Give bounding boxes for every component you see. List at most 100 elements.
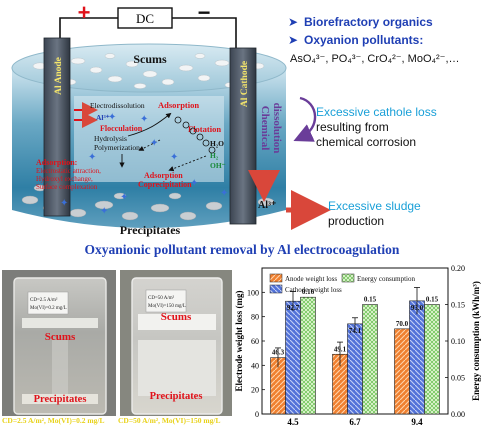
adsorption-left-line2: Hydroxyl exchange, bbox=[36, 175, 93, 183]
tank-top bbox=[11, 43, 287, 93]
y-tick-label: 20 bbox=[251, 386, 259, 395]
right-notes: ➤ Biorefractory organics ➤ Oxyanion poll… bbox=[286, 15, 460, 230]
photo-right-scums: Scums bbox=[161, 311, 192, 323]
y-tick-label: 60 bbox=[251, 337, 259, 346]
precipitates-label: Precipitates bbox=[120, 223, 181, 237]
data-label: 0.15 bbox=[426, 296, 439, 304]
photo-right-label-2: Mo(VI)=150 mg/L bbox=[148, 304, 186, 309]
svg-text:✦: ✦ bbox=[170, 152, 178, 163]
adsorption-top-label: Adsorption bbox=[158, 100, 199, 110]
wire bbox=[59, 17, 118, 40]
polymerization-label: Polymerization bbox=[94, 143, 140, 152]
bullet-arrow: ➤ bbox=[288, 33, 298, 47]
y2-tick-label: 0.10 bbox=[451, 337, 465, 346]
svg-text:✦: ✦ bbox=[100, 206, 108, 217]
svg-text:✦: ✦ bbox=[120, 192, 128, 203]
sludge-line1: Excessive sludge bbox=[328, 199, 421, 213]
h2o-label: H₂O bbox=[210, 139, 224, 148]
bar bbox=[300, 296, 316, 415]
adsorption-left-title: Adsorption: bbox=[36, 158, 77, 167]
chemical-dissolution-line1: Chemical bbox=[259, 106, 271, 151]
data-label: 0.16 bbox=[302, 288, 315, 296]
legend-label: Energy consumption bbox=[357, 275, 416, 283]
minus-sign: − bbox=[198, 0, 211, 25]
legend-swatch bbox=[269, 284, 283, 294]
svg-text:✦: ✦ bbox=[60, 198, 68, 209]
data-label: 92.7 bbox=[287, 304, 300, 312]
dc-power-supply bbox=[117, 7, 173, 29]
data-label: 46.3 bbox=[272, 349, 285, 357]
photo-right: CD=50 A/m² Mo(VI)=150 mg/L Scums Precipi… bbox=[118, 270, 232, 425]
y-tick-label: 0 bbox=[255, 410, 259, 419]
x-tick-label: 4.5 bbox=[287, 417, 299, 427]
adsorption-left-line3: Surface complexation bbox=[36, 183, 98, 191]
photo-right-precipitates: Precipitates bbox=[150, 391, 203, 402]
data-label: 70.0 bbox=[396, 320, 409, 328]
mechanism: Electrodissolution Al³⁺ Adsorption Flocc… bbox=[36, 96, 228, 217]
y-tick-label: 100 bbox=[247, 288, 259, 297]
y2-tick-label: 0.00 bbox=[451, 410, 465, 419]
anode-label: Al Anode bbox=[54, 57, 64, 95]
y-tick-label: 80 bbox=[251, 313, 259, 322]
pollutant-markers: ✦✦ ✦✦ ✦✦ ✦✦ ✦✦ bbox=[60, 112, 228, 217]
scums-label: Scums bbox=[133, 52, 167, 66]
data-label: 93.0 bbox=[411, 304, 424, 312]
photo-right-label-1: CD=50 A/m² bbox=[148, 295, 175, 301]
x-tick-label: 9.4 bbox=[411, 417, 423, 427]
photo-left-precipitates: Precipitates bbox=[34, 394, 87, 405]
y2-tick-label: 0.15 bbox=[451, 301, 465, 310]
y-tick-label: 40 bbox=[251, 361, 259, 370]
sludge-line2: production bbox=[328, 214, 384, 228]
legend-swatch bbox=[341, 273, 355, 283]
svg-text:✦: ✦ bbox=[108, 112, 116, 123]
al-ion-label: Al³⁺ bbox=[258, 200, 276, 211]
bar bbox=[285, 300, 301, 415]
svg-text:✦: ✦ bbox=[220, 188, 228, 199]
photo-left-label-2: Mo(VI)=0.2 mg/L bbox=[30, 306, 67, 311]
y2-tick-label: 0.05 bbox=[451, 374, 465, 383]
bullet-biorefractory: Biorefractory organics bbox=[304, 15, 433, 29]
cathode-loss-line3: chemical corrosion bbox=[316, 135, 416, 149]
data-label: 49.1 bbox=[334, 345, 347, 353]
dc-label: DC bbox=[136, 11, 154, 26]
legend-label: Cathode weight loss bbox=[285, 286, 342, 294]
photo-right-caption: CD=50 A/m², Mo(VI)=150 mg/L bbox=[118, 416, 220, 425]
bar bbox=[409, 300, 425, 415]
photo-left-caption: CD=2.5 A/m², Mo(VI)=0.2 mg/L bbox=[2, 416, 104, 425]
y-axis-label: Electrode weight loss (mg) bbox=[234, 290, 244, 391]
ion-list: AsO₄³⁻, PO₄³⁻, CrO₄²⁻, MoO₄²⁻,… bbox=[290, 53, 460, 65]
oh-label: OH⁻ bbox=[210, 161, 226, 170]
y2-tick-label: 0.20 bbox=[451, 264, 465, 273]
electrodissolution-label: Electrodissolution bbox=[90, 101, 145, 110]
photo-left: CD=2.5 A/m² Mo(VI)=0.2 mg/L Scums Precip… bbox=[2, 270, 116, 425]
adsorption-left-line1: Electrostatic attraction, bbox=[36, 167, 101, 175]
ec-reactor: DC + − Scums Precipitates Al Anode bbox=[11, 0, 287, 237]
svg-text:✦: ✦ bbox=[88, 152, 96, 163]
bullet-oxyanion: Oxyanion pollutants: bbox=[304, 33, 423, 47]
anode-plate bbox=[43, 37, 71, 217]
al3-label: Al³⁺ bbox=[96, 113, 110, 122]
cathode-label: Al Cathode bbox=[240, 61, 250, 107]
x-tick-label: 6.7 bbox=[349, 417, 361, 427]
curved-arrow bbox=[293, 96, 317, 142]
main-title: Oxyanionic pollutant removal by Al elect… bbox=[85, 242, 400, 257]
data-label: 74.1 bbox=[349, 327, 362, 335]
data-label: 0.15 bbox=[364, 296, 377, 304]
bullet-arrow: ➤ bbox=[288, 15, 298, 29]
bar bbox=[347, 323, 363, 415]
bar bbox=[362, 304, 378, 415]
hydrolysis-label: Hydrolysis bbox=[94, 134, 127, 143]
wire bbox=[172, 17, 237, 50]
flocculation-label: Flocculation bbox=[100, 124, 143, 133]
flotation-label: Flotation bbox=[188, 124, 221, 134]
svg-text:✦: ✦ bbox=[150, 138, 158, 149]
chemical-dissolution-line2: dissolution bbox=[271, 103, 283, 154]
plus-sign: + bbox=[78, 0, 91, 25]
svg-text:✦: ✦ bbox=[140, 114, 148, 125]
adsorption-right-line1: Adsorption bbox=[144, 171, 183, 180]
adsorption-right-line2: Coprecipitation bbox=[138, 180, 192, 189]
photo-left-label-1: CD=2.5 A/m² bbox=[30, 297, 58, 303]
cathode-loss-line1: Excessive cathole loss bbox=[316, 105, 437, 119]
bar-chart: 0 20 40 60 80 100 0.00 0.05 0.10 0.15 0.20Electrod… bbox=[234, 264, 481, 427]
cathode-loss-line2: resulting from bbox=[316, 120, 389, 134]
